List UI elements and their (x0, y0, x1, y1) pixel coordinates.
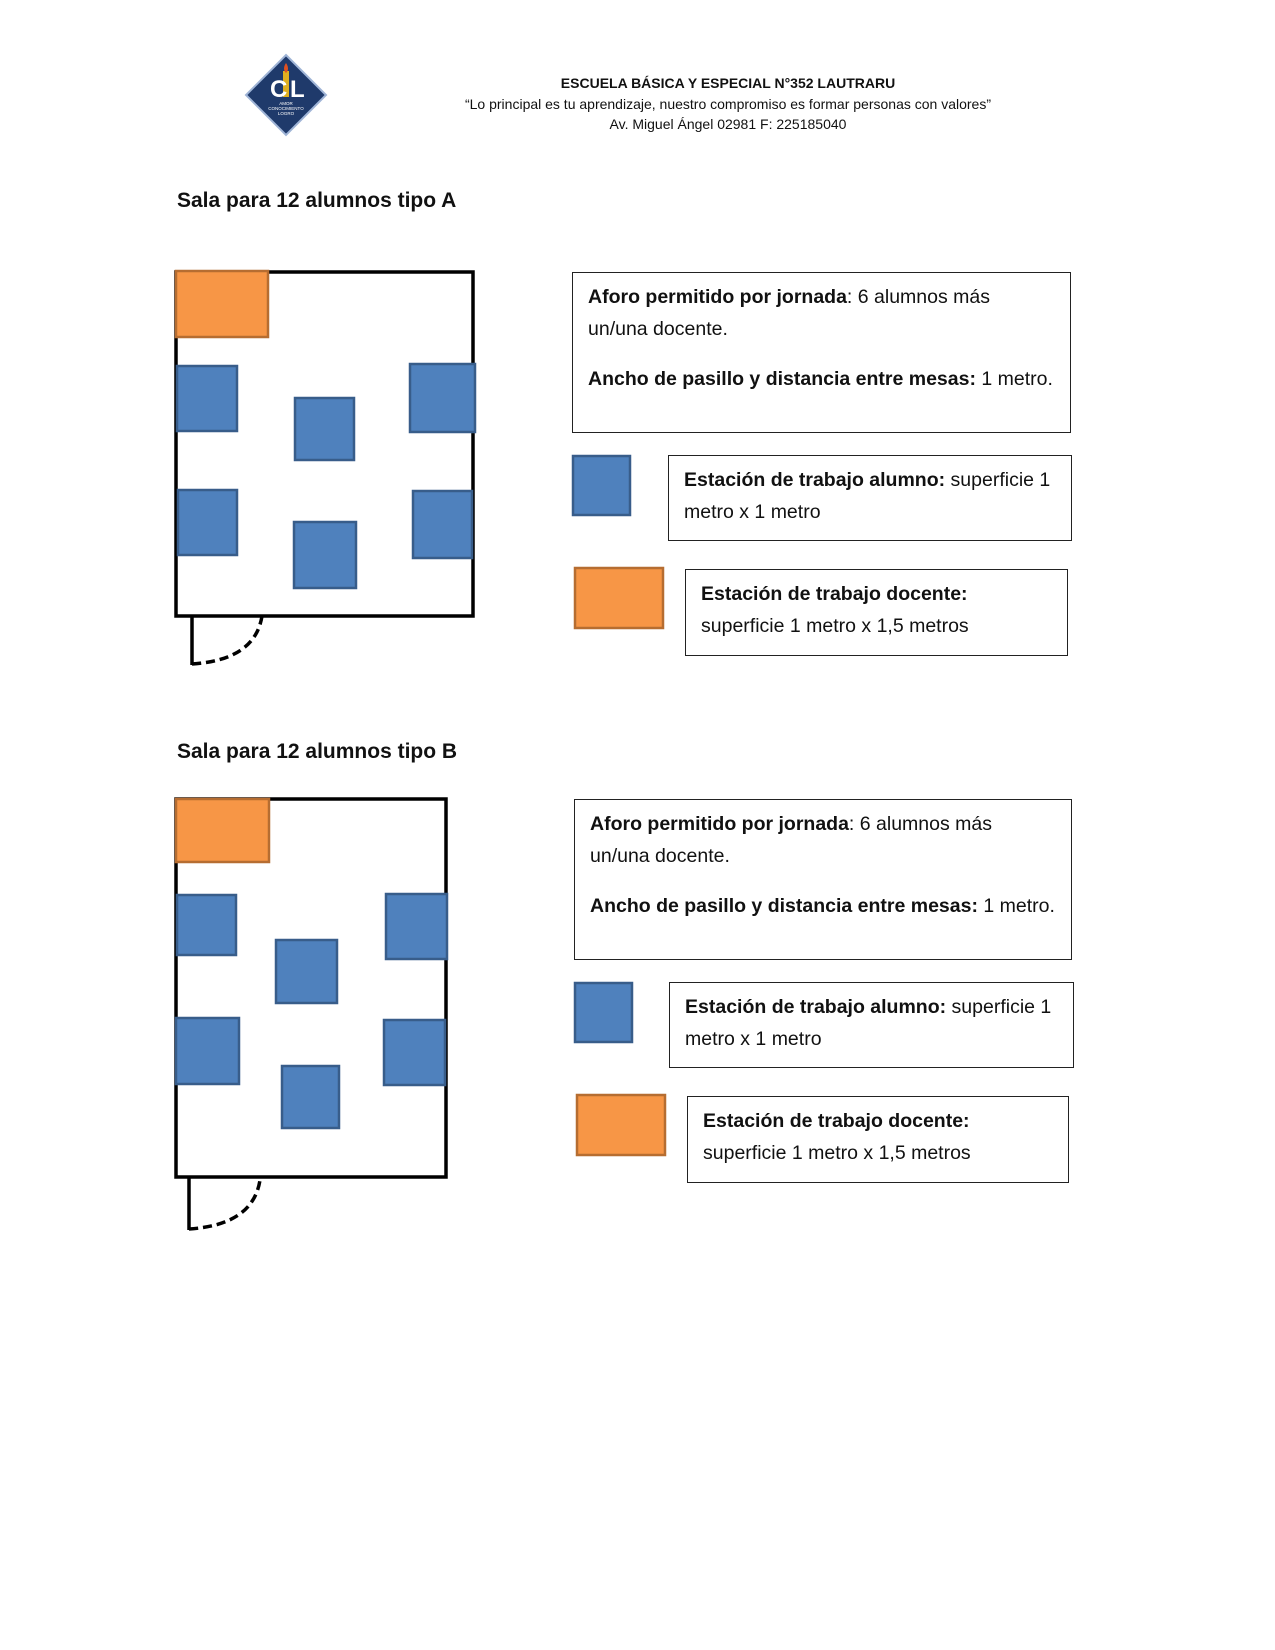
room-b-plan (174, 797, 449, 1231)
student-desk (175, 893, 238, 957)
svg-text:LOGRO: LOGRO (278, 111, 295, 116)
docente-value: superficie 1 metro x 1,5 metros (701, 615, 969, 637)
alumno-value: superficie 1 metro x 1 metro (685, 996, 1052, 1050)
aforo-label: Aforo permitido por jornada (590, 813, 849, 835)
svg-text:L: L (290, 76, 305, 103)
student-desk (384, 892, 449, 961)
alumno-label: Estación de trabajo alumno: (684, 469, 946, 491)
section-a-student-legend: Estación de trabajo alumno: superficie 1… (668, 455, 1072, 541)
teacher-desk (174, 797, 271, 864)
school-name: ESCUELA BÁSICA Y ESPECIAL N°352 LAUTRARU (560, 75, 896, 91)
legend-student-swatch (571, 454, 632, 517)
student-desk (274, 938, 339, 1005)
aforo-label: Aforo permitido por jornada (588, 286, 847, 308)
svg-text:AMOR: AMOR (279, 101, 293, 106)
student-desk (408, 362, 477, 434)
logo-diamond-icon: C L AMOR CONOCIMIENTO LOGRO (244, 53, 328, 137)
student-desk (382, 1018, 447, 1087)
svg-text:CONOCIMIENTO: CONOCIMIENTO (268, 106, 304, 111)
student-desk (176, 488, 239, 557)
legend-teacher-swatch (575, 1093, 667, 1157)
room-a-plan (174, 269, 477, 666)
section-b-title: Sala para 12 alumnos tipo B (177, 740, 458, 763)
legend-teacher-swatch (573, 566, 665, 630)
student-desk (411, 489, 474, 560)
ancho-label: Ancho de pasillo y distancia entre mesas… (590, 895, 978, 917)
student-desk (175, 364, 239, 433)
section-b-teacher-legend: Estación de trabajo docente: superficie … (687, 1096, 1069, 1183)
student-desk (174, 1016, 241, 1086)
door-icon (187, 1177, 262, 1231)
school-logo: C L AMOR CONOCIMIENTO LOGRO (244, 53, 328, 137)
section-a-teacher-legend: Estación de trabajo docente: superficie … (685, 569, 1068, 656)
alumno-label: Estación de trabajo alumno: (685, 996, 947, 1018)
ancho-value: 1 metro. (975, 368, 1053, 390)
aforo-value: : 6 alumnos más un/una docente. (590, 813, 992, 867)
aforo-value: : 6 alumnos más un/una docente. (588, 286, 990, 340)
section-a-title: Sala para 12 alumnos tipo A (177, 189, 457, 212)
alumno-value: superficie 1 metro x 1 metro (684, 469, 1051, 523)
ancho-value: 1 metro. (977, 895, 1055, 917)
student-desk (280, 1064, 341, 1130)
section-b-capacity-box: Aforo permitido por jornada: 6 alumnos m… (574, 799, 1072, 960)
school-address: Av. Miguel Ángel 02981 F: 225185040 (609, 116, 847, 132)
ancho-label: Ancho de pasillo y distancia entre mesas… (588, 368, 976, 390)
docente-label: Estación de trabajo docente: (703, 1110, 970, 1132)
docente-label: Estación de trabajo docente: (701, 583, 968, 605)
student-desk (293, 396, 356, 462)
svg-text:C: C (270, 76, 287, 103)
school-motto: “Lo principal es tu aprendizaje, nuestro… (464, 96, 992, 112)
teacher-desk (174, 269, 270, 339)
section-a-capacity-box: Aforo permitido por jornada: 6 alumnos m… (572, 272, 1071, 433)
door-icon (190, 615, 264, 666)
student-desk (292, 520, 358, 590)
docente-value: superficie 1 metro x 1,5 metros (703, 1142, 971, 1164)
section-b-student-legend: Estación de trabajo alumno: superficie 1… (669, 982, 1074, 1068)
legend-student-swatch (573, 981, 634, 1044)
